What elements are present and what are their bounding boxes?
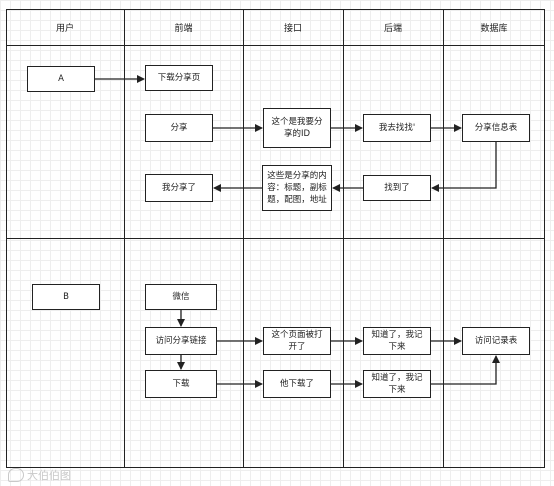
backend-find-node: 我去找找' [363, 114, 431, 142]
visit-log-table-node: 访问记录表 [462, 327, 530, 355]
user-b-node: B [32, 284, 100, 310]
download-share-page-node: 下载分享页 [145, 65, 213, 91]
share-info-table-node: 分享信息表 [462, 114, 530, 142]
noted-node-1: 知道了，我记下来 [363, 327, 431, 355]
row-divider-a-b [6, 238, 545, 239]
user-a-node: A [27, 66, 95, 92]
header-user: 用户 [55, 23, 74, 34]
wechat-node: 微信 [145, 284, 217, 310]
chat-bubble-icon [8, 468, 24, 482]
download-node: 下载 [145, 370, 217, 398]
found-node: 找到了 [363, 175, 431, 201]
share-node: 分享 [145, 114, 213, 142]
he-downloaded-node: 他下载了 [263, 370, 331, 398]
page-opened-node: 这个页面被打开了 [263, 327, 331, 355]
header-database: 数据库 [480, 23, 508, 34]
share-content-node: 这些是分享的内容：标题，副标题，配图，地址 [262, 165, 332, 211]
header-api: 接口 [283, 23, 302, 34]
header-backend: 后端 [383, 23, 402, 34]
watermark: 大伯伯图 [8, 467, 71, 483]
header-divider [6, 45, 545, 46]
watermark-text: 大伯伯图 [27, 469, 71, 482]
header-frontend: 前端 [174, 23, 193, 34]
share-id-node: 这个是我要分享的ID [263, 108, 331, 148]
shared-node: 我分享了 [145, 174, 213, 202]
visit-share-link-node: 访问分享链接 [145, 327, 217, 355]
noted-node-2: 知道了，我记下来 [363, 370, 431, 398]
